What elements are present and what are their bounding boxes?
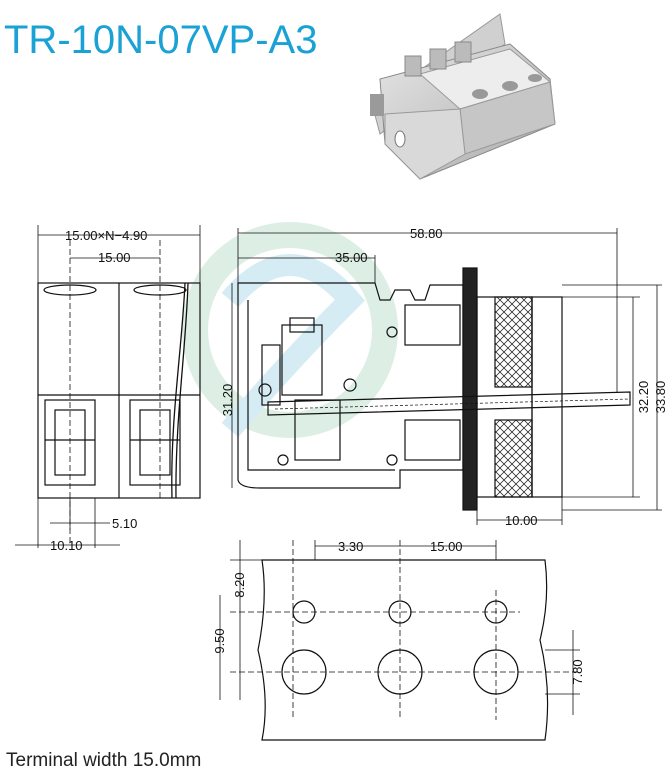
logo-watermark <box>182 222 398 438</box>
dim-front-pitch: 15.00 <box>98 250 131 265</box>
caption: Terminal width 15.0mm <box>6 750 202 771</box>
dim-side-height-right-outer: 33.80 <box>653 381 668 414</box>
dim-side-total-length: 58.80 <box>410 226 443 241</box>
product-title: TR-10N-07VP-A3 <box>4 18 318 62</box>
dim-cutout-small-hole-span: 7.80 <box>570 659 585 684</box>
front-view <box>15 225 201 548</box>
dim-side-height-left: 31.20 <box>220 384 235 417</box>
dim-side-height-right-inner: 32.20 <box>636 381 651 414</box>
dim-side-bottom-right: 10.00 <box>505 513 538 528</box>
dim-front-bottom-small: 5.10 <box>112 516 137 531</box>
dim-front-top-width: 15.00×N−4.90 <box>65 228 147 243</box>
side-view <box>231 228 662 525</box>
panel-cutout <box>219 540 580 741</box>
dim-cutout-vertical: 9.50 <box>212 628 227 653</box>
dim-cutout-top: 8.20 <box>232 572 247 597</box>
dim-side-inner-length: 35.00 <box>335 250 368 265</box>
terminal-block-photo <box>370 13 556 180</box>
dim-cutout-pitch: 15.00 <box>430 539 463 554</box>
dim-cutout-offset: 3.30 <box>338 539 363 554</box>
dim-front-bottom-width: 10.10 <box>50 538 83 553</box>
